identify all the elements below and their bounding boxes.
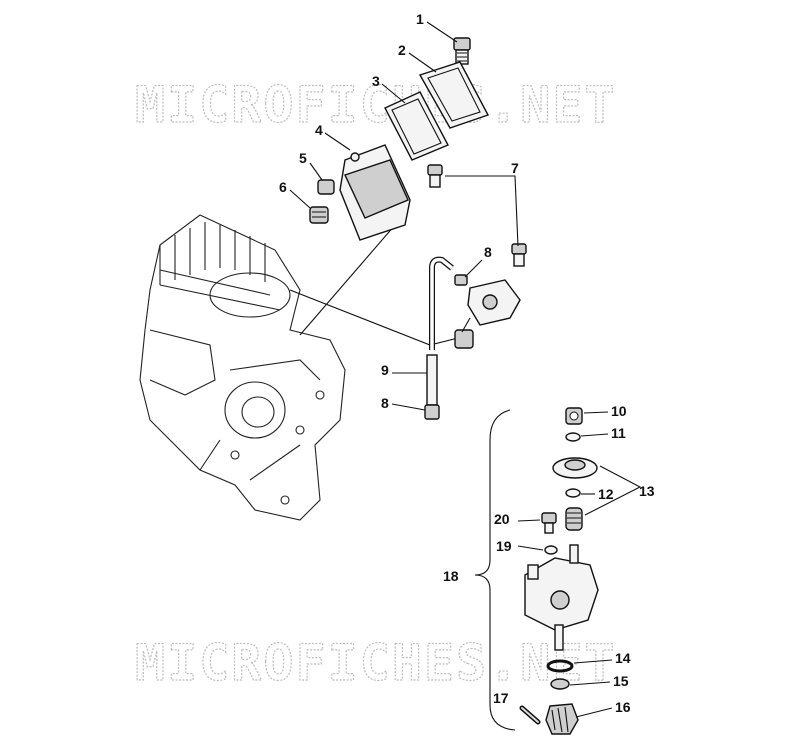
callout-2: 2: [398, 42, 406, 58]
callout-11: 11: [611, 425, 626, 441]
washer-part-12: [565, 488, 581, 498]
oil-pump-assembly-upper: [454, 279, 521, 349]
pinion-gear-part-16: [545, 703, 579, 735]
hose-clamp-part-8-upper: [454, 274, 468, 286]
callout-16: 16: [615, 699, 631, 715]
drive-gear-part-13: [552, 457, 598, 479]
bolt-part-7a: [427, 164, 443, 188]
gasket-part-3: [384, 91, 449, 161]
callout-12: 12: [598, 486, 614, 502]
reference-line-cover: [299, 224, 396, 336]
callout-6: 6: [279, 179, 287, 195]
callout-1: 1: [416, 11, 424, 27]
nut-part-10: [565, 407, 583, 425]
bolt-part-7b: [511, 243, 527, 267]
callout-14: 14: [615, 650, 631, 666]
grommet-part-5: [317, 179, 335, 195]
watermark-top: MICROFICHES.NET: [135, 76, 617, 134]
washer-part-11: [565, 432, 581, 442]
washer-part-19: [544, 545, 558, 555]
callout-17: 17: [493, 690, 509, 706]
grommet-part-6: [309, 206, 329, 224]
hose-clamp-part-8-lower: [424, 404, 440, 420]
o-ring-part-14: [546, 659, 574, 673]
callout-10: 10: [611, 403, 627, 419]
spring-gear: [565, 507, 583, 531]
callout-5: 5: [299, 150, 307, 166]
callout-3: 3: [372, 73, 380, 89]
callout-7: 7: [511, 160, 519, 176]
engine-block: [139, 214, 346, 521]
bolt-part-1: [453, 37, 471, 65]
leader-lines: [289, 21, 642, 718]
callout-20: 20: [494, 511, 510, 527]
callout-19: 19: [496, 538, 512, 554]
watermark-bottom: MICROFICHES.NET: [135, 634, 617, 692]
bolt-part-20: [541, 512, 557, 534]
oil-pump-body: [524, 544, 599, 651]
callout-9: 9: [381, 362, 389, 378]
washer-part-15: [550, 678, 570, 690]
callout-13: 13: [639, 483, 655, 499]
callout-8-lower: 8: [381, 395, 389, 411]
tube-part-9: [426, 354, 438, 406]
callout-4: 4: [315, 122, 323, 138]
gasket-part-2: [418, 61, 490, 129]
hose: [429, 256, 454, 350]
callout-15: 15: [613, 673, 629, 689]
callout-8-upper: 8: [484, 244, 492, 260]
callout-18: 18: [443, 568, 459, 584]
pin-part-17: [519, 705, 541, 725]
assembly-bracket: [474, 409, 516, 731]
valve-cover-part-4: [339, 144, 411, 241]
